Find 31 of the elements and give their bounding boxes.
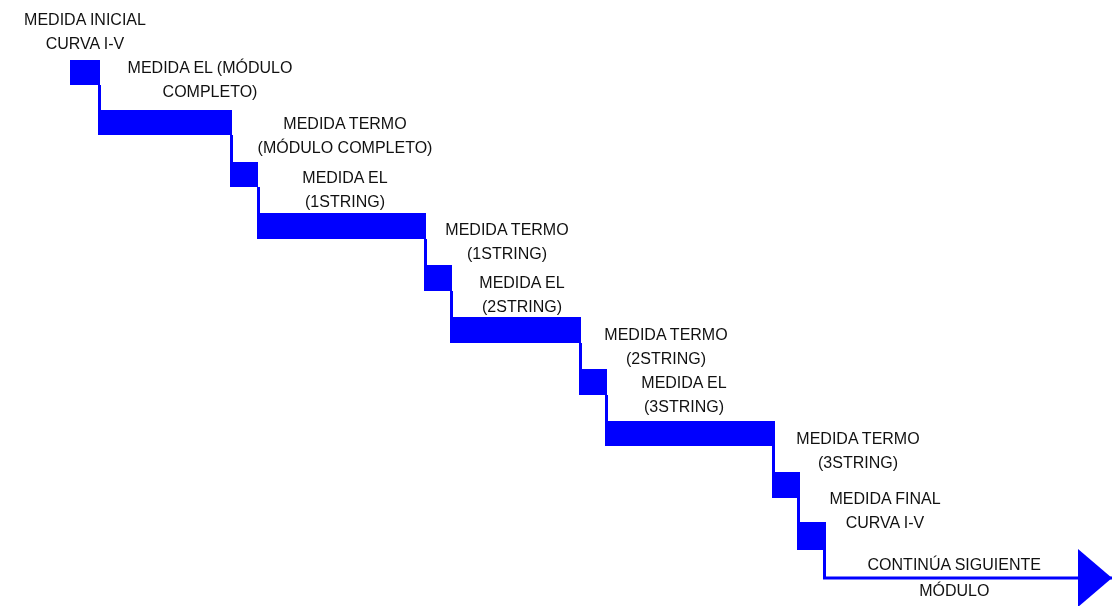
arrow bbox=[823, 549, 1112, 606]
step-bar bbox=[772, 472, 800, 498]
step-label: MEDIDA EL (1STRING) bbox=[301, 168, 389, 212]
step-label: MEDIDA INICIAL CURVA I-V bbox=[23, 10, 147, 54]
step-bar bbox=[797, 522, 826, 550]
connector-line bbox=[424, 239, 427, 265]
step-bar bbox=[424, 265, 452, 291]
connector-line bbox=[772, 446, 775, 472]
step-label: MEDIDA TERMO (MÓDULO COMPLETO) bbox=[256, 114, 434, 158]
step-label: MEDIDA TERMO (2STRING) bbox=[603, 325, 729, 369]
step-bar bbox=[230, 162, 258, 187]
connector-line bbox=[605, 395, 608, 421]
step-bar bbox=[70, 60, 100, 85]
step-label: MEDIDA FINAL CURVA I-V bbox=[828, 489, 942, 533]
step-label: MEDIDA EL (MÓDULO COMPLETO) bbox=[126, 57, 294, 102]
step-label: MEDIDA TERMO (3STRING) bbox=[795, 429, 921, 473]
step-bar bbox=[579, 369, 607, 395]
step-bar bbox=[450, 317, 581, 343]
edge-label: CONTINÚA SIGUIENTE MÓDULO bbox=[866, 554, 1042, 601]
connector-line bbox=[257, 187, 260, 213]
connector-line bbox=[230, 135, 233, 162]
connector-line bbox=[797, 498, 800, 522]
step-bar bbox=[98, 110, 232, 135]
step-label: MEDIDA EL (3STRING) bbox=[640, 373, 728, 417]
step-label: MEDIDA TERMO (1STRING) bbox=[444, 220, 570, 264]
connector-line bbox=[579, 343, 582, 369]
connector-line bbox=[450, 291, 453, 317]
step-bar bbox=[257, 213, 426, 239]
step-label: MEDIDA EL (2STRING) bbox=[478, 273, 566, 317]
step-bar bbox=[605, 421, 775, 446]
connector-line bbox=[98, 85, 101, 110]
